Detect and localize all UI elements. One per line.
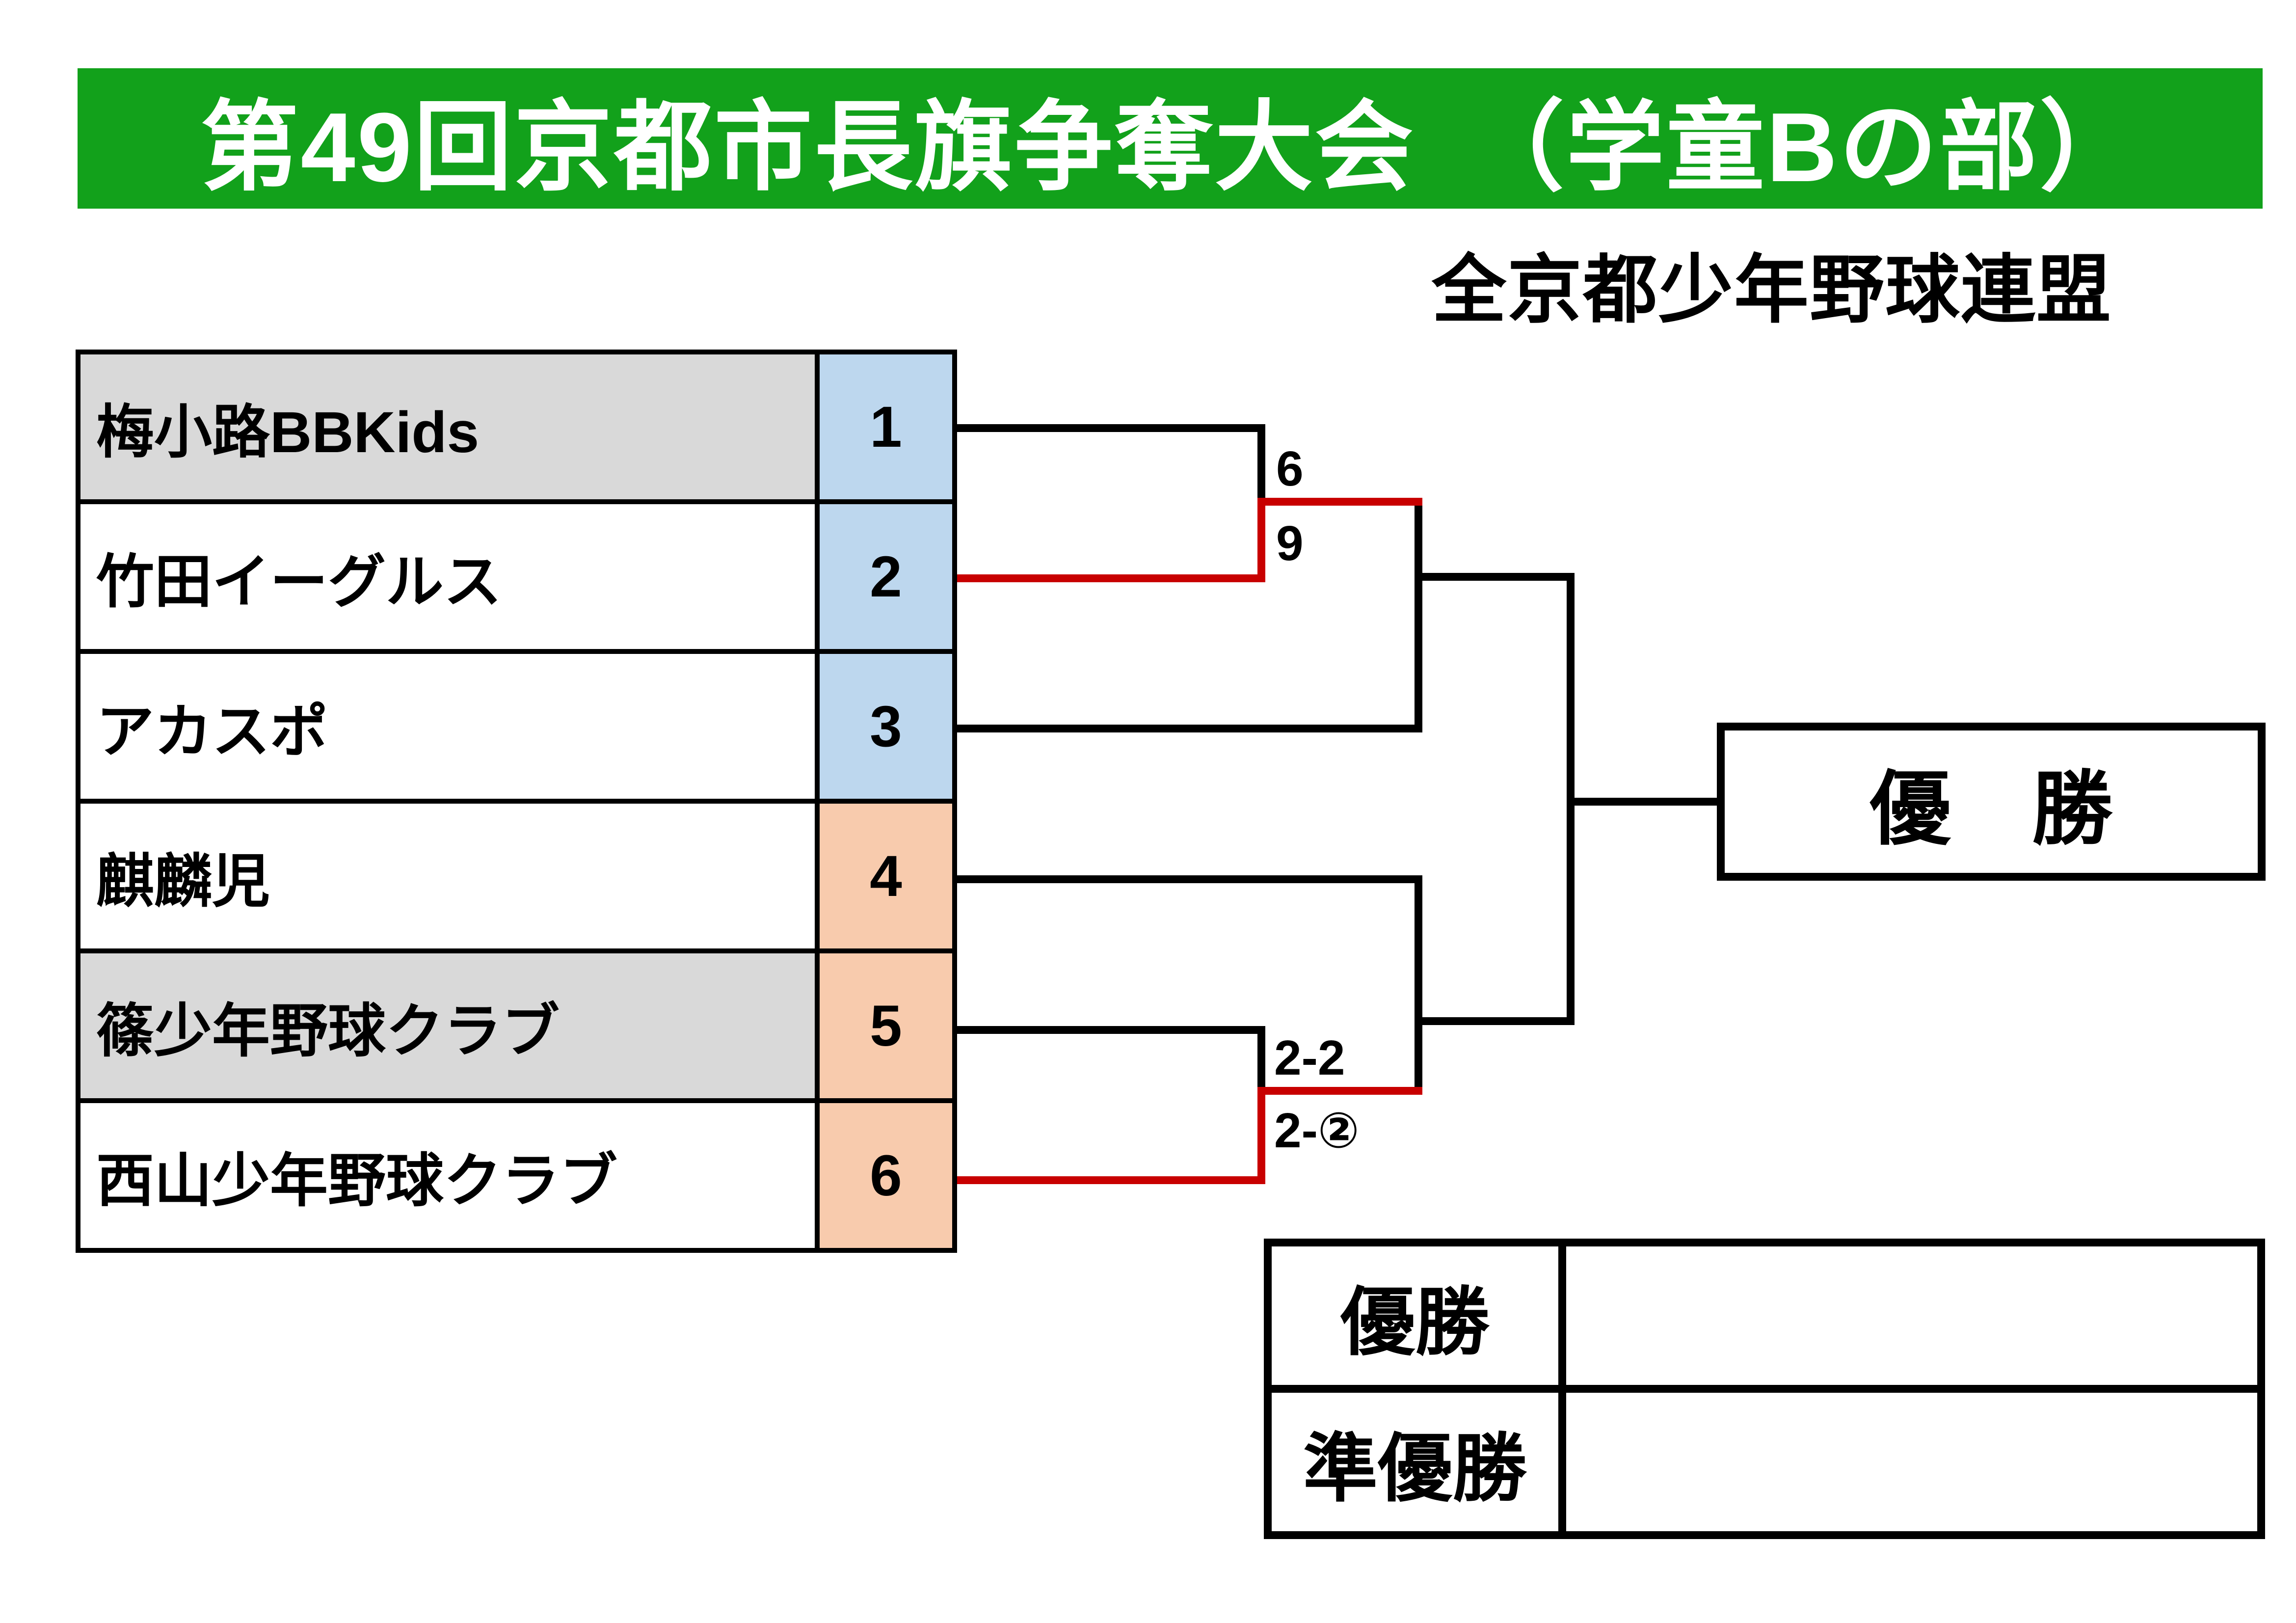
bracket-line-final-winner bbox=[1567, 798, 1724, 806]
table-row: 竹田イーグルス 2 bbox=[80, 504, 952, 654]
seed-number-cell: 1 bbox=[820, 354, 952, 499]
bracket-line-match4 bbox=[1415, 875, 1422, 1095]
bracket-line-team2 bbox=[957, 574, 1265, 582]
bracket-line-semi1-winner bbox=[1415, 573, 1575, 581]
bracket-line-team3 bbox=[957, 725, 1422, 732]
result-value-champion bbox=[1566, 1246, 2257, 1385]
bracket-line-match2 bbox=[1415, 498, 1422, 732]
results-table: 優勝 準優勝 bbox=[1264, 1239, 2265, 1539]
bracket-line-match3-lower bbox=[1257, 1087, 1265, 1184]
bracket-line-semi2-winner bbox=[1415, 1017, 1575, 1025]
title-banner: 第49回京都市長旗争奪大会 （学童Bの部） bbox=[78, 68, 2263, 209]
team-name-cell: アカスポ bbox=[80, 654, 820, 799]
score-match3-top: 2-2 bbox=[1274, 1030, 1345, 1085]
bracket-line-match1-upper bbox=[1257, 424, 1265, 506]
result-value-runnerup bbox=[1566, 1393, 2257, 1531]
organization-label: 全京都少年野球連盟 bbox=[1432, 248, 2112, 332]
team-name-cell: 梅小路BBKids bbox=[80, 354, 820, 499]
team-table: 梅小路BBKids 1 竹田イーグルス 2 アカスポ 3 麒麟児 4 篠少年野球… bbox=[76, 350, 957, 1253]
team-name-cell: 篠少年野球クラブ bbox=[80, 953, 820, 1098]
bracket-line-match1-lower bbox=[1257, 498, 1265, 582]
page-title: 第49回京都市長旗争奪大会 （学童Bの部） bbox=[200, 93, 2140, 202]
seed-number-cell: 4 bbox=[820, 804, 952, 948]
bracket-line-team1 bbox=[957, 424, 1265, 432]
result-row-runnerup: 準優勝 bbox=[1272, 1393, 2257, 1531]
bracket-line-team5 bbox=[957, 1026, 1265, 1034]
table-row: 麒麟児 4 bbox=[80, 804, 952, 953]
table-row: 梅小路BBKids 1 bbox=[80, 354, 952, 504]
bracket-line-match3-winner bbox=[1257, 1087, 1422, 1095]
table-row: アカスポ 3 bbox=[80, 654, 952, 804]
team-name-cell: 麒麟児 bbox=[80, 804, 820, 948]
seed-number-cell: 3 bbox=[820, 654, 952, 799]
seed-number-cell: 6 bbox=[820, 1103, 952, 1248]
score-match1-bottom: 9 bbox=[1276, 516, 1304, 571]
team-name-cell: 西山少年野球クラブ bbox=[80, 1103, 820, 1248]
bracket-line-match3-upper bbox=[1257, 1026, 1265, 1095]
seed-number-cell: 2 bbox=[820, 504, 952, 649]
champion-box: 優 勝 bbox=[1717, 723, 2266, 881]
table-row: 西山少年野球クラブ 6 bbox=[80, 1103, 952, 1248]
score-match1-top: 6 bbox=[1276, 441, 1304, 496]
score-match3-bottom: 2-② bbox=[1274, 1103, 1360, 1158]
result-row-champion: 優勝 bbox=[1272, 1246, 2257, 1393]
table-row: 篠少年野球クラブ 5 bbox=[80, 953, 952, 1103]
seed-number-cell: 5 bbox=[820, 953, 952, 1098]
result-label-runnerup: 準優勝 bbox=[1272, 1393, 1566, 1531]
bracket-line-match1-winner bbox=[1257, 498, 1422, 506]
result-label-champion: 優勝 bbox=[1272, 1246, 1566, 1385]
bracket-line-team6 bbox=[957, 1176, 1265, 1184]
team-name-cell: 竹田イーグルス bbox=[80, 504, 820, 649]
bracket-line-team4 bbox=[957, 875, 1422, 883]
